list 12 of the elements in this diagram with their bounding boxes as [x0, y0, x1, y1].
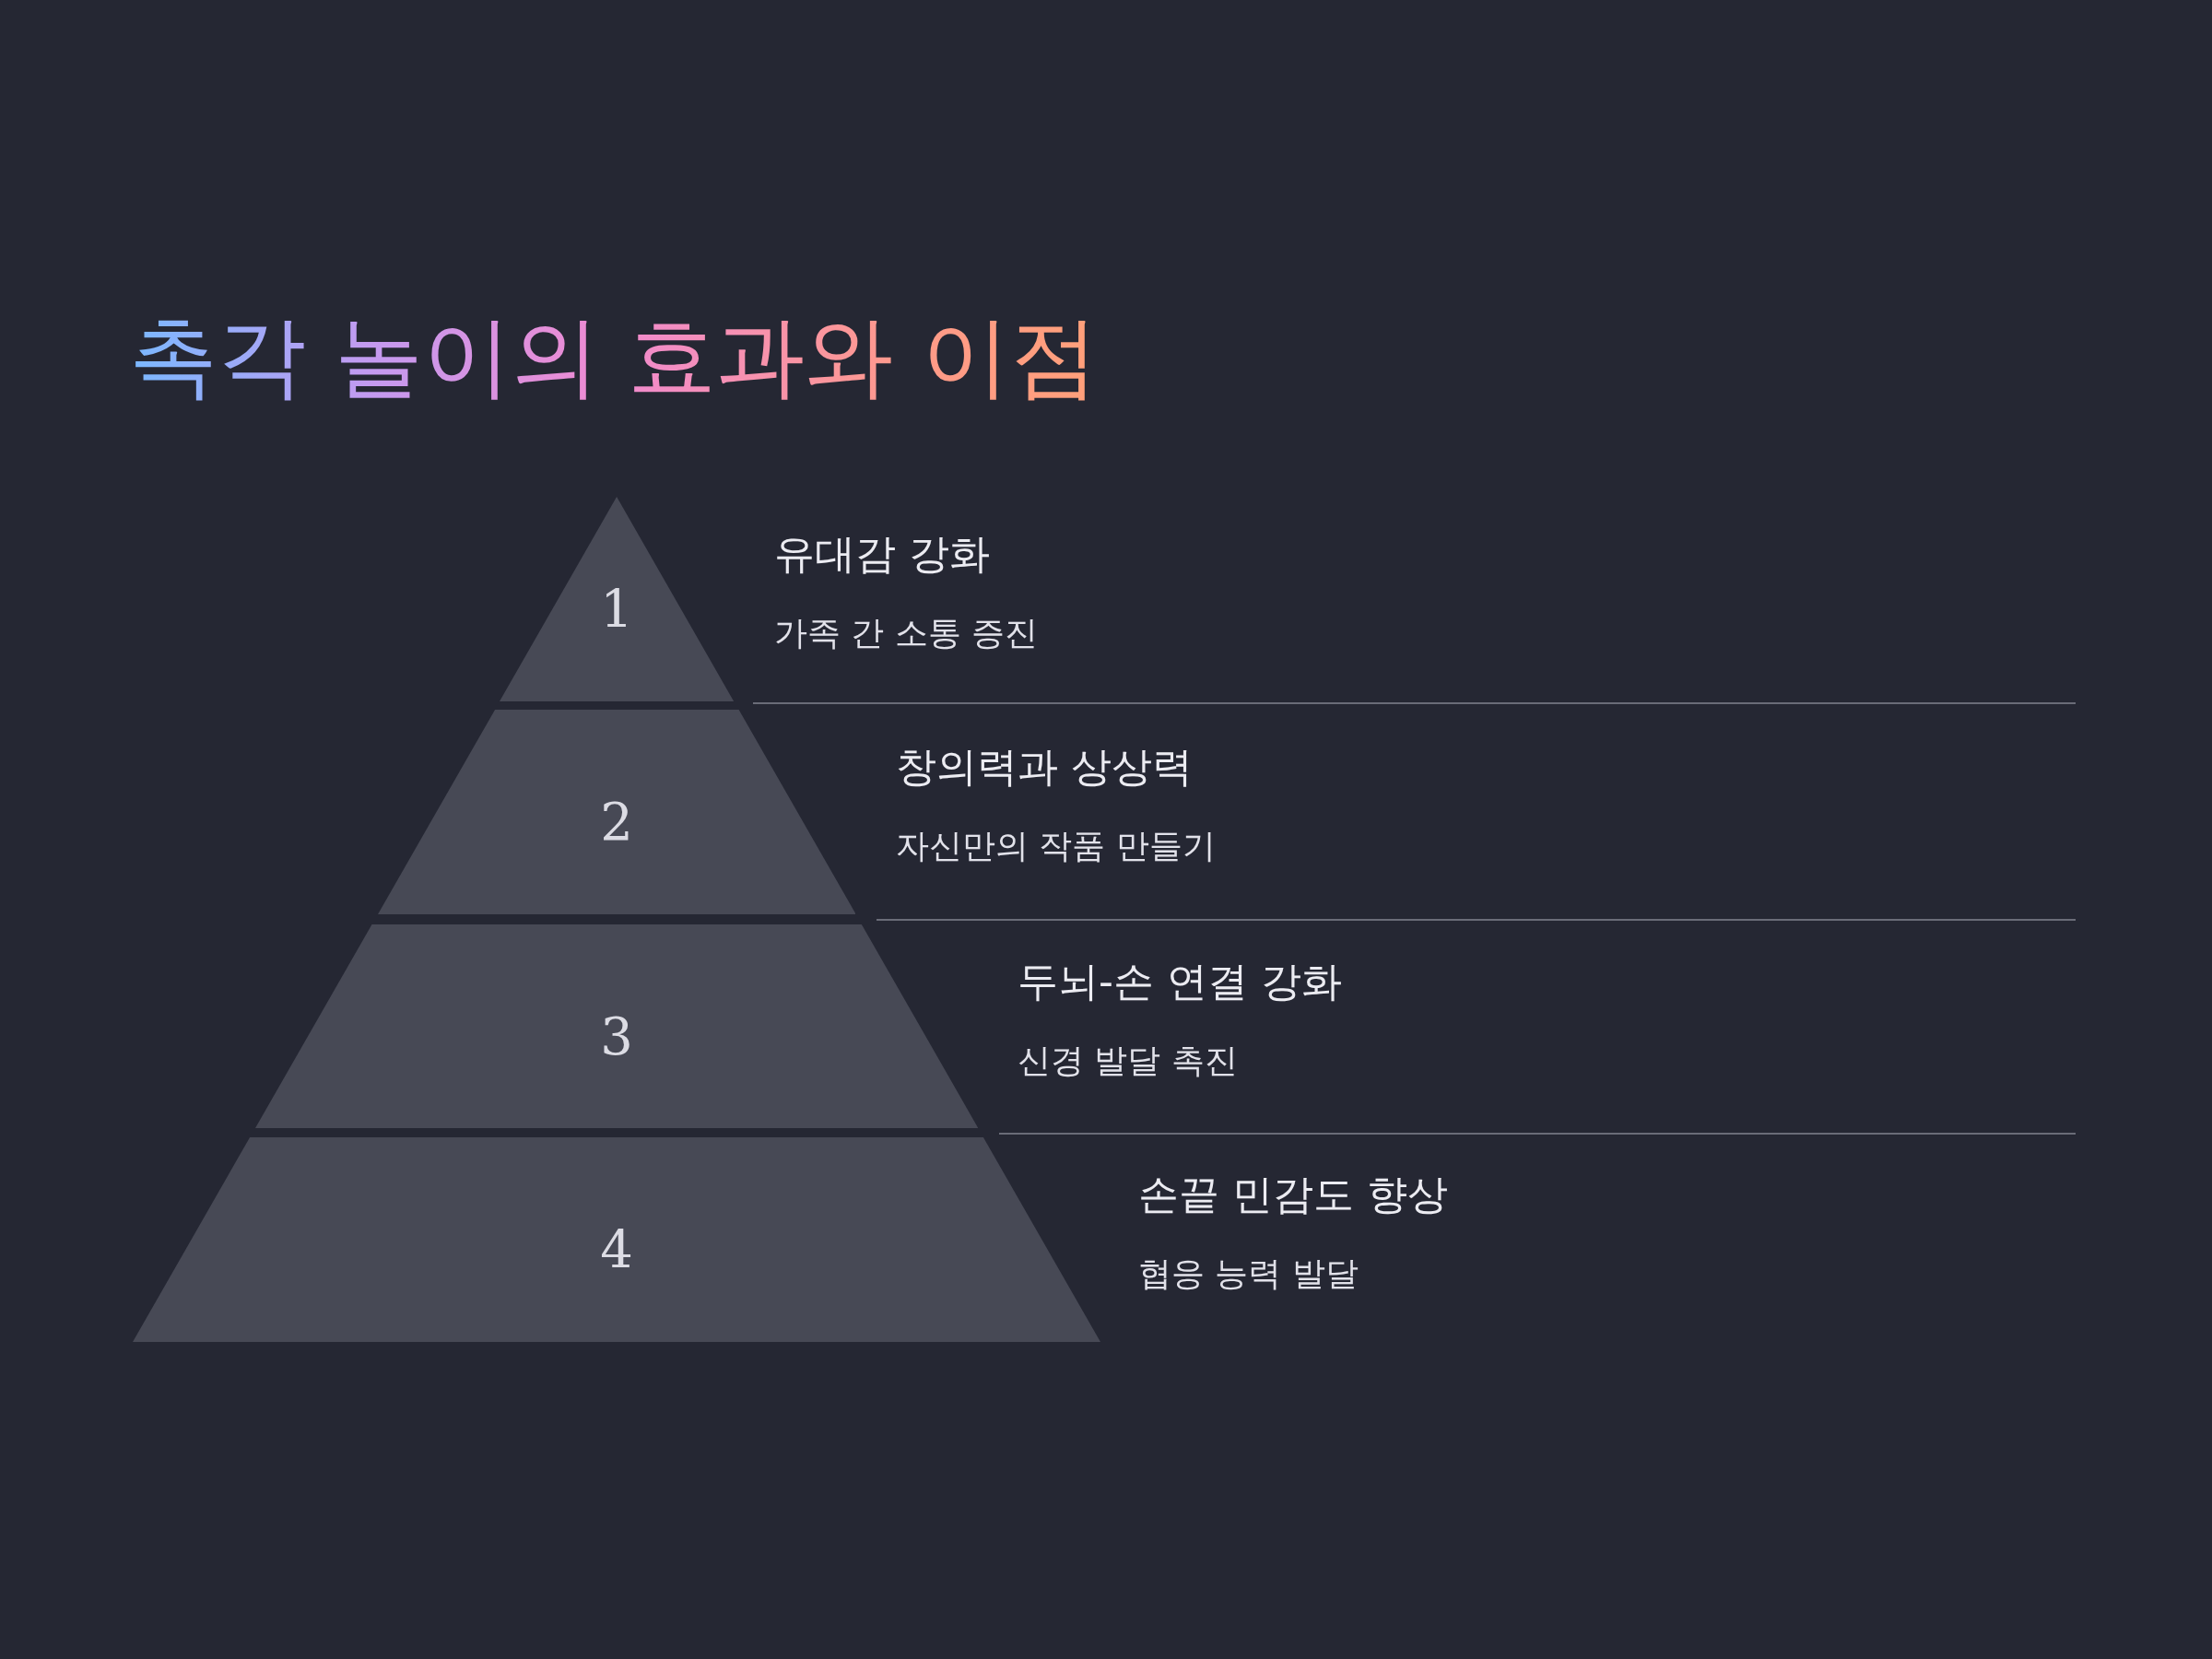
tier-number: 1 — [600, 583, 633, 636]
tier-description: 가족 간 소통 증진 — [774, 613, 1039, 653]
tier-description: 협응 능력 발달 — [1138, 1253, 1359, 1294]
tier-heading: 창의력과 상상력 — [896, 742, 1193, 792]
tier-description: 자신만의 작품 만들기 — [896, 826, 1216, 866]
tier-number: 2 — [600, 796, 633, 849]
tier-description: 신경 발달 촉진 — [1018, 1041, 1238, 1081]
tier-number: 4 — [600, 1224, 633, 1277]
tier-heading: 유대감 강화 — [774, 529, 990, 579]
tier-heading: 두뇌-손 연결 강화 — [1018, 957, 1342, 1006]
tier-number: 3 — [600, 1010, 633, 1063]
tier-heading: 손끝 민감도 향상 — [1138, 1170, 1448, 1219]
